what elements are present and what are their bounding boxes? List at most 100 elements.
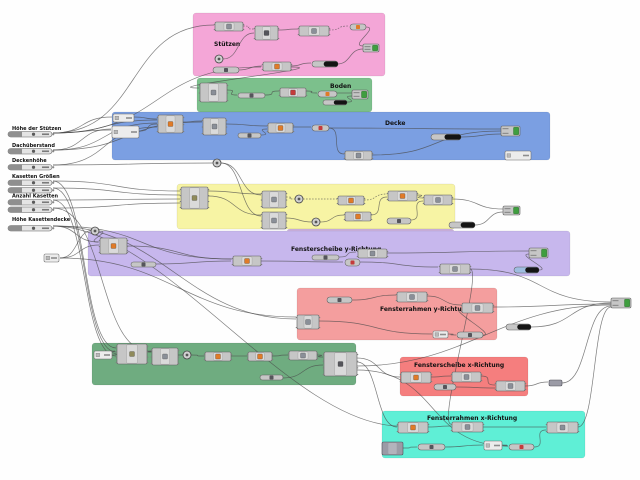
port-tick[interactable]: [395, 294, 397, 296]
port-tick[interactable]: [431, 374, 433, 376]
port-tick[interactable]: [179, 207, 181, 209]
port-tick[interactable]: [525, 389, 527, 391]
port-tick[interactable]: [422, 197, 424, 199]
mirror-component-1[interactable]: [343, 150, 374, 161]
port-tick[interactable]: [261, 258, 263, 260]
port-tick[interactable]: [208, 207, 210, 209]
port-tick[interactable]: [198, 100, 200, 102]
move-component-1[interactable]: [261, 61, 293, 72]
slider-knob[interactable]: [31, 181, 36, 185]
port-tick[interactable]: [493, 311, 495, 313]
port-tick[interactable]: [261, 64, 263, 66]
port-tick[interactable]: [260, 199, 262, 201]
group-fensterscheibe-y[interactable]: [87, 230, 571, 277]
port-tick[interactable]: [387, 251, 389, 253]
move-component-4[interactable]: [343, 211, 373, 222]
port-tick[interactable]: [343, 219, 345, 221]
port-tick[interactable]: [98, 246, 100, 248]
port-tick[interactable]: [278, 28, 280, 30]
extrude-capsule-7[interactable]: [456, 331, 484, 339]
number-slider-0[interactable]: [7, 131, 55, 138]
port-tick[interactable]: [297, 28, 299, 30]
port-tick[interactable]: [286, 199, 288, 201]
port-tick[interactable]: [227, 85, 229, 87]
port-tick[interactable]: [127, 240, 129, 242]
port-tick[interactable]: [178, 356, 180, 358]
port-tick[interactable]: [417, 193, 419, 195]
port-tick[interactable]: [483, 424, 485, 426]
port-tick[interactable]: [483, 430, 485, 432]
port-tick[interactable]: [494, 383, 496, 385]
port-tick[interactable]: [278, 38, 280, 40]
colour-swatch-3[interactable]: [430, 133, 462, 141]
number-slider-2[interactable]: [7, 164, 55, 171]
port-tick[interactable]: [396, 424, 398, 426]
port-tick[interactable]: [450, 424, 452, 426]
port-tick[interactable]: [417, 199, 419, 201]
rotate-component-2[interactable]: [399, 371, 433, 384]
expression-5[interactable]: [432, 330, 449, 339]
port-tick[interactable]: [231, 264, 233, 266]
port-tick[interactable]: [450, 380, 452, 382]
extrude-capsule-4[interactable]: [130, 261, 157, 268]
port-tick[interactable]: [178, 363, 180, 365]
port-tick[interactable]: [203, 359, 205, 361]
slider-knob[interactable]: [31, 149, 36, 153]
slider-output-port[interactable]: [52, 227, 55, 230]
port-tick[interactable]: [150, 356, 152, 358]
swatch-color[interactable]: [460, 222, 475, 228]
mirror-component-3[interactable]: [356, 248, 389, 259]
port-tick[interactable]: [260, 227, 262, 229]
port-tick[interactable]: [427, 294, 429, 296]
port-tick[interactable]: [470, 266, 472, 268]
port-tick[interactable]: [227, 92, 229, 94]
mirror-component-7[interactable]: [287, 350, 319, 361]
slider-output-port[interactable]: [52, 208, 55, 211]
mirror-component-11[interactable]: [545, 421, 580, 434]
number-slider-5[interactable]: [7, 199, 55, 206]
line-component[interactable]: [253, 25, 280, 41]
port-tick[interactable]: [246, 354, 248, 356]
port-tick[interactable]: [291, 64, 293, 66]
port-tick[interactable]: [399, 374, 401, 376]
move-capsule-2[interactable]: [317, 90, 338, 98]
port-tick[interactable]: [336, 198, 338, 200]
relay-3[interactable]: [294, 194, 304, 204]
colour-swatch-4[interactable]: [448, 221, 476, 229]
relay-2[interactable]: [212, 158, 222, 168]
port-tick[interactable]: [150, 350, 152, 352]
move-component-2[interactable]: [266, 122, 295, 134]
port-tick[interactable]: [329, 28, 331, 30]
rotate-component-1[interactable]: [386, 190, 419, 202]
port-tick[interactable]: [260, 206, 262, 208]
extrude-capsule-1[interactable]: [237, 92, 266, 99]
colour-swatch-2[interactable]: [322, 99, 348, 106]
offset-component-4[interactable]: [260, 211, 288, 230]
rotate-component-3[interactable]: [396, 421, 430, 434]
port-tick[interactable]: [438, 272, 440, 274]
port-tick[interactable]: [396, 431, 398, 433]
port-tick[interactable]: [317, 358, 319, 360]
port-tick[interactable]: [291, 69, 293, 71]
port-tick[interactable]: [481, 374, 483, 376]
port-tick[interactable]: [147, 356, 149, 358]
port-tick[interactable]: [452, 197, 454, 199]
expression-6[interactable]: [93, 350, 113, 360]
relay-6[interactable]: [182, 350, 192, 360]
port-tick[interactable]: [372, 153, 374, 155]
expression-7[interactable]: [483, 440, 503, 451]
port-tick[interactable]: [322, 354, 324, 356]
port-tick[interactable]: [306, 90, 308, 92]
port-tick[interactable]: [343, 214, 345, 216]
slider-output-port[interactable]: [52, 181, 55, 184]
port-tick[interactable]: [343, 153, 345, 155]
port-tick[interactable]: [493, 305, 495, 307]
mirror-component-9[interactable]: [494, 380, 527, 392]
port-tick[interactable]: [179, 189, 181, 191]
port-tick[interactable]: [386, 193, 388, 195]
colour-swatch-6[interactable]: [505, 323, 532, 331]
move-component-6[interactable]: [203, 351, 233, 362]
port-tick[interactable]: [243, 29, 245, 31]
mirror-component-5[interactable]: [395, 291, 429, 303]
port-tick[interactable]: [147, 362, 149, 364]
